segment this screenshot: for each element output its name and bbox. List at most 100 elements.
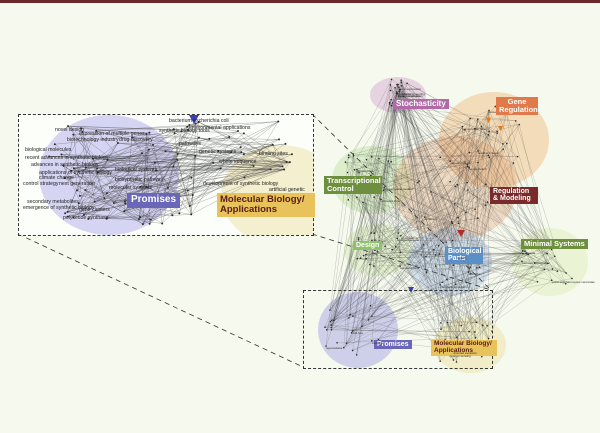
inset-node <box>166 187 169 190</box>
inset-edge <box>154 155 196 163</box>
inset-edge <box>64 154 292 179</box>
inset-edge <box>78 171 126 204</box>
graph-edge <box>475 150 479 338</box>
graph-node <box>521 249 524 252</box>
graph-edge <box>346 126 463 344</box>
graph-node <box>399 88 401 91</box>
inset-node <box>63 177 66 180</box>
graph-edge <box>368 278 572 321</box>
graph-node <box>388 103 391 105</box>
graph-node <box>452 359 455 361</box>
graph-node <box>441 281 443 284</box>
graph-node <box>454 202 456 205</box>
graph-edge <box>390 84 535 264</box>
graph-node <box>446 321 449 324</box>
graph-node <box>378 157 380 160</box>
graph-edge <box>381 161 389 243</box>
graph-term-label: standard parts <box>400 266 420 271</box>
graph-node <box>371 315 373 318</box>
inset-node <box>84 166 87 169</box>
graph-node <box>384 245 386 248</box>
graph-edge <box>425 112 507 257</box>
inset-edge <box>97 121 199 173</box>
graph-node <box>325 345 327 347</box>
graph-node <box>423 216 426 218</box>
inset-node <box>228 136 231 139</box>
inset-edge <box>150 154 293 220</box>
graph-node <box>376 251 379 253</box>
graph-term-label: toggle switch <box>469 167 487 172</box>
graph-node <box>371 239 373 242</box>
graph-edge <box>452 240 529 255</box>
graph-node <box>475 321 478 324</box>
graph-edge <box>389 89 400 105</box>
inset-term-label: climate change <box>39 175 74 181</box>
graph-edge <box>481 126 518 157</box>
inset-term-label: environmental applications <box>189 125 251 131</box>
graph-edge <box>371 161 451 234</box>
graph-edge <box>401 85 471 274</box>
graph-edge <box>352 256 555 351</box>
graph-node <box>550 248 553 251</box>
graph-node <box>476 266 478 269</box>
graph-edge <box>329 128 476 311</box>
inset-node <box>123 200 126 203</box>
graph-node <box>402 95 404 98</box>
graph-edge <box>446 189 469 280</box>
inset-edge <box>73 136 230 169</box>
inset-edge <box>49 155 196 157</box>
graph-edge <box>445 254 475 340</box>
graph-term-label: dynamics <box>424 217 438 222</box>
inset-edge <box>85 170 157 191</box>
graph-node <box>417 181 419 184</box>
inset-edge <box>73 168 125 212</box>
graph-node <box>344 161 347 163</box>
graph-node <box>434 254 437 256</box>
graph-node <box>522 252 524 255</box>
graph-edge <box>476 269 545 323</box>
graph-edge <box>352 254 367 331</box>
graph-node <box>382 189 385 192</box>
graph-edge <box>392 102 535 264</box>
graph-edge <box>488 155 518 157</box>
graph-node <box>389 89 392 92</box>
inset-edge <box>181 121 279 132</box>
graph-node <box>449 180 451 183</box>
inset-term-label: biological systems <box>115 167 158 173</box>
graph-edge <box>461 263 548 354</box>
inset-term-label: advances in synthetic biology <box>31 162 99 168</box>
graph-term-label: networks <box>399 91 412 96</box>
inset-node <box>67 125 70 128</box>
inset-term-label: genetic systems <box>199 149 237 155</box>
cluster-tag-stochasticity: Stochasticity <box>393 99 449 110</box>
graph-edge <box>351 240 453 333</box>
inset-molbio-tag: Molecular Biology/ Applications <box>217 193 315 217</box>
graph-edge <box>357 258 454 266</box>
graph-edge <box>348 154 554 247</box>
inset-node <box>48 155 51 158</box>
graph-edge <box>440 256 555 330</box>
graph-edge <box>345 126 463 186</box>
graph-node <box>418 180 420 182</box>
graph-node <box>369 304 372 307</box>
inset-edge <box>85 190 95 202</box>
inset-node <box>186 189 189 192</box>
graph-edge <box>462 126 468 183</box>
graph-node <box>371 340 373 342</box>
inset-edge <box>162 130 239 198</box>
inset-edge <box>106 214 192 219</box>
graph-edge <box>435 128 476 255</box>
graph-edge <box>356 128 475 170</box>
inset-edge <box>67 211 163 224</box>
inset-edge <box>169 168 221 197</box>
graph-node <box>396 91 398 93</box>
graph-edge <box>345 185 477 323</box>
inset-edge <box>148 149 166 152</box>
graph-node <box>330 328 333 331</box>
graph-edge <box>397 93 460 348</box>
graph-node <box>451 239 454 242</box>
graph-node <box>457 216 459 219</box>
graph-edge <box>506 112 514 164</box>
inset-edge <box>97 149 150 173</box>
graph-node <box>512 162 515 164</box>
